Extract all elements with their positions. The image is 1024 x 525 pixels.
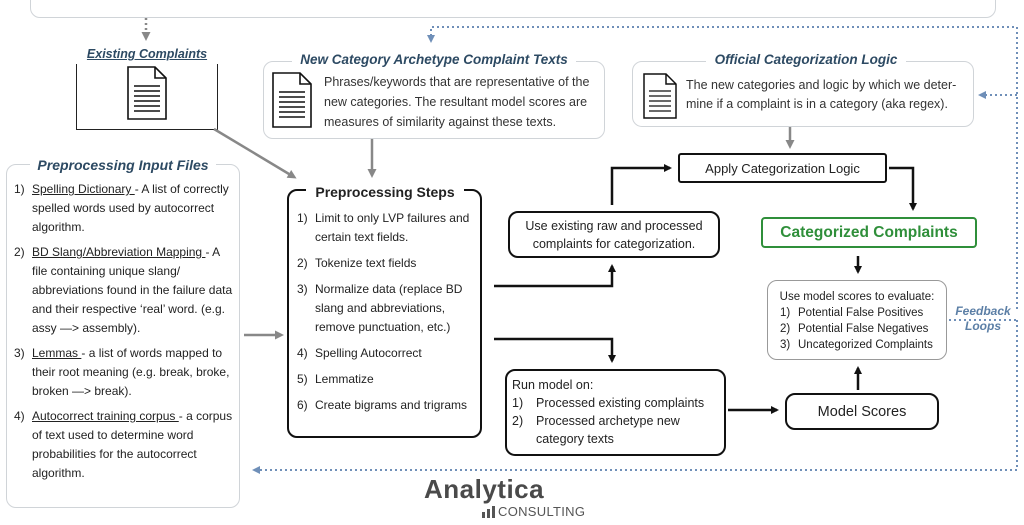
apply-logic-box: Apply Categorization Logic xyxy=(678,153,887,183)
logo-sub: CONSULTING xyxy=(498,504,586,519)
list-item: 2)Processed archetype new category texts xyxy=(512,414,680,446)
evaluate-list: 1)Potential False Positives 2)Potential … xyxy=(780,305,940,353)
archetype-texts-description: Phrases/keywords that are representative… xyxy=(324,75,590,129)
connector-steps-to-run-model xyxy=(494,337,616,363)
preprocessing-steps-title: Preprocessing Steps xyxy=(306,181,464,203)
document-icon xyxy=(127,66,167,120)
input-files-list: 1) Spelling Dictionary - A list of corre… xyxy=(14,180,236,483)
connector-steps-to-use-existing xyxy=(494,264,616,288)
list-item: 4) Autocorrect training corpus - a corpu… xyxy=(14,409,233,480)
list-item: 2) BD Slang/Abbreviation Mapping - A fil… xyxy=(14,245,233,335)
list-item-term: Spelling Dictionary xyxy=(32,182,135,196)
list-item: 1)Potential False Positives xyxy=(780,307,924,319)
connector-apply-to-categorized xyxy=(889,166,917,211)
list-item: 2)Tokenize text fields xyxy=(297,256,417,270)
list-item: 3) Lemmas - a list of words mapped to th… xyxy=(14,346,230,398)
official-logic-description: The new categories and logic by which we… xyxy=(686,78,957,111)
top-container xyxy=(30,0,996,18)
categorized-complaints-box: Categorized Complaints xyxy=(761,217,977,248)
list-item: 3)Uncategorized Complaints xyxy=(780,339,933,351)
analytica-logo: Analytica CONSULTING xyxy=(424,474,585,524)
connector-use-existing-to-apply xyxy=(610,164,672,205)
list-item: 5)Lemmatize xyxy=(297,372,374,386)
list-item: 3)Normalize data (replace BD slang and a… xyxy=(297,282,463,334)
existing-complaints-title: Existing Complaints xyxy=(70,44,224,64)
list-item: 2)Potential False Negatives xyxy=(780,323,929,335)
list-item: 6)Create bigrams and trigrams xyxy=(297,398,468,412)
list-item-term: Autocorrect training corpus xyxy=(32,409,179,423)
list-item-term: Lemmas xyxy=(32,346,82,360)
list-item: 1)Processed existing complaints xyxy=(512,396,705,410)
logo-name: Analytica xyxy=(424,474,545,504)
list-item: 4)Spelling Autocorrect xyxy=(297,346,422,360)
list-item: 1)Limit to only LVP failures and certain… xyxy=(297,211,470,244)
model-scores-box: Model Scores xyxy=(785,393,939,430)
use-existing-box: Use existing raw and processed complaint… xyxy=(508,211,720,258)
document-icon xyxy=(272,72,312,128)
bar-chart-icon xyxy=(482,505,495,518)
preprocessing-steps-list: 1)Limit to only LVP failures and certain… xyxy=(297,209,477,415)
document-icon xyxy=(643,73,677,119)
run-model-title: Run model on: xyxy=(512,378,594,392)
official-logic-title: Official Categorization Logic xyxy=(706,50,906,70)
list-item: 1) Spelling Dictionary - A list of corre… xyxy=(14,182,229,234)
archetype-texts-title: New Category Archetype Complaint Texts xyxy=(292,50,576,70)
list-item-term: BD Slang/Abbreviation Mapping xyxy=(32,245,206,259)
run-model-list: 1)Processed existing complaints 2)Proces… xyxy=(512,394,722,448)
input-files-panel xyxy=(6,164,240,508)
feedback-loops-label: Feedback Loops xyxy=(955,304,1011,333)
evaluate-title: Use model scores to evaluate: xyxy=(779,291,935,303)
input-files-title: Preprocessing Input Files xyxy=(30,155,216,175)
